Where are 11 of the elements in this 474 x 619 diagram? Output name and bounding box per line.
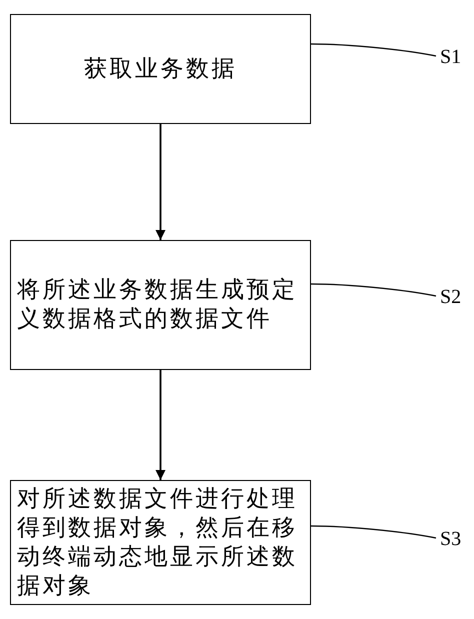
step-label: S2	[440, 286, 462, 309]
leader-line	[311, 525, 436, 539]
process-box: 获取业务数据	[10, 14, 311, 124]
arrow	[156, 124, 166, 240]
process-box: 将所述业务数据生成预定义数据格式的数据文件	[10, 240, 311, 370]
step-label: S1	[440, 46, 462, 69]
step-label: S3	[440, 528, 462, 551]
process-box: 对所述数据文件进行处理得到数据对象，然后在移动终端动态地显示所述数据对象	[10, 480, 311, 605]
leader-line	[311, 43, 436, 57]
leader-line	[311, 283, 436, 297]
arrow	[156, 370, 166, 480]
